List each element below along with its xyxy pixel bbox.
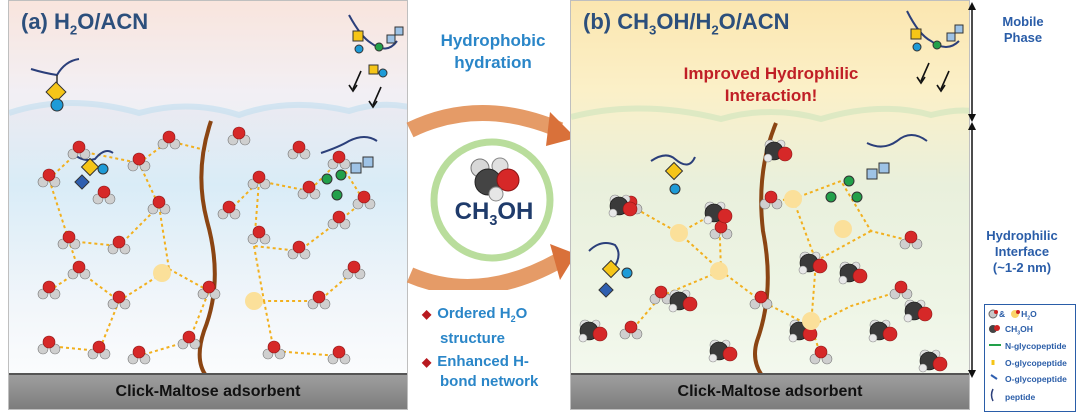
- water-molecule: [107, 290, 131, 310]
- methanol-molecule: [788, 319, 818, 343]
- water-molecule: [107, 235, 131, 255]
- methanol-molecule: [763, 139, 793, 163]
- methanol-molecule: [708, 339, 738, 363]
- hydrophobic-hydration-label: Hydrophobic hydration: [440, 31, 546, 72]
- water-molecule: [342, 260, 366, 280]
- water-molecule: [247, 170, 271, 190]
- water-molecule: [247, 225, 271, 245]
- water-molecule: [262, 340, 286, 360]
- water-molecule: [67, 260, 91, 280]
- water-molecule: [127, 345, 151, 365]
- methanol-molecule: [578, 319, 608, 343]
- water-molecule: [57, 230, 81, 250]
- water-molecule: [197, 280, 221, 300]
- legend-symbols: [988, 309, 1020, 402]
- methanol-molecule: [703, 201, 733, 225]
- diamond-bullet-icon: ◆: [422, 355, 432, 369]
- region-arrows: [968, 2, 976, 378]
- methanol-molecule: [903, 299, 933, 323]
- adsorbent-label-a: Click-Maltose adsorbent: [115, 383, 301, 400]
- water-molecule: [709, 220, 733, 240]
- methanol-formula: CH3OH: [454, 198, 534, 229]
- methanol-molecule: [798, 251, 828, 275]
- water-network-illustration: [9, 1, 407, 379]
- legend-water: &H2O: [999, 309, 1037, 322]
- panel-methanol-water-acn: (b) CH3OH/H2O/ACN Improved Hydrophilic I…: [570, 0, 970, 410]
- water-molecule: [749, 290, 773, 310]
- water-molecule: [67, 140, 91, 160]
- adsorbent-label-b: Click-Maltose adsorbent: [677, 383, 863, 400]
- water-molecule: [287, 140, 311, 160]
- diamond-bullet-icon: ◆: [422, 307, 432, 321]
- water-molecule: [287, 240, 311, 260]
- water-molecule: [899, 230, 923, 250]
- methanol-molecule: [668, 289, 698, 313]
- bullet-hbond-network: ◆Enhanced H-bond network: [422, 353, 539, 390]
- water-molecule: [307, 290, 331, 310]
- water-molecule: [217, 200, 241, 220]
- water-molecule: [327, 345, 351, 365]
- methanol-molecule: [608, 194, 638, 218]
- methanol-cycle-graphic: [406, 105, 576, 290]
- water-molecule: [127, 152, 151, 172]
- panel-b-title: (b) CH3OH/H2O/ACN: [583, 9, 790, 38]
- water-molecule: [619, 320, 643, 340]
- legend-peptide: peptide: [1005, 392, 1036, 402]
- water-molecule: [227, 126, 251, 146]
- water-molecule: [92, 185, 116, 205]
- water-molecule: [327, 210, 351, 230]
- water-molecule: [759, 190, 783, 210]
- water-molecule: [87, 340, 111, 360]
- improved-interaction-callout: Improved Hydrophilic Interaction!: [683, 64, 859, 105]
- legend-box: &H2O CH3OH N-glycopeptide O-glycopeptide…: [984, 304, 1076, 412]
- water-molecule: [889, 280, 913, 300]
- water-molecule: [809, 345, 833, 365]
- methanol-molecule: [838, 261, 868, 285]
- water-molecule: [157, 130, 181, 150]
- water-molecule: [147, 195, 171, 215]
- water-molecule: [37, 335, 61, 355]
- adsorbent-bar-a: Click-Maltose adsorbent: [9, 373, 407, 409]
- legend-n-glycopeptide: N-glycopeptide: [1005, 341, 1067, 351]
- adsorbent-bar-b: Click-Maltose adsorbent: [571, 373, 969, 409]
- water-molecule: [352, 190, 376, 210]
- legend-o-glycopeptide-2: O-glycopeptide: [1005, 374, 1067, 384]
- water-molecule: [327, 150, 351, 170]
- panel-a-title: (a) H2O/ACN: [21, 9, 149, 38]
- water-molecule: [37, 280, 61, 300]
- legend-methanol: CH3OH: [1005, 324, 1033, 337]
- legend-o-glycopeptide-1: O-glycopeptide: [1005, 358, 1067, 368]
- panel-water-acn: (a) H2O/ACN Click-Maltose adsorbent: [8, 0, 408, 410]
- water-molecule: [177, 330, 201, 350]
- water-molecule: [649, 285, 673, 305]
- methanol-molecule: [918, 349, 948, 373]
- water-molecule: [297, 180, 321, 200]
- methanol-molecule: [868, 319, 898, 343]
- water-molecule: [37, 168, 61, 188]
- methanol-network-illustration: [571, 10, 969, 379]
